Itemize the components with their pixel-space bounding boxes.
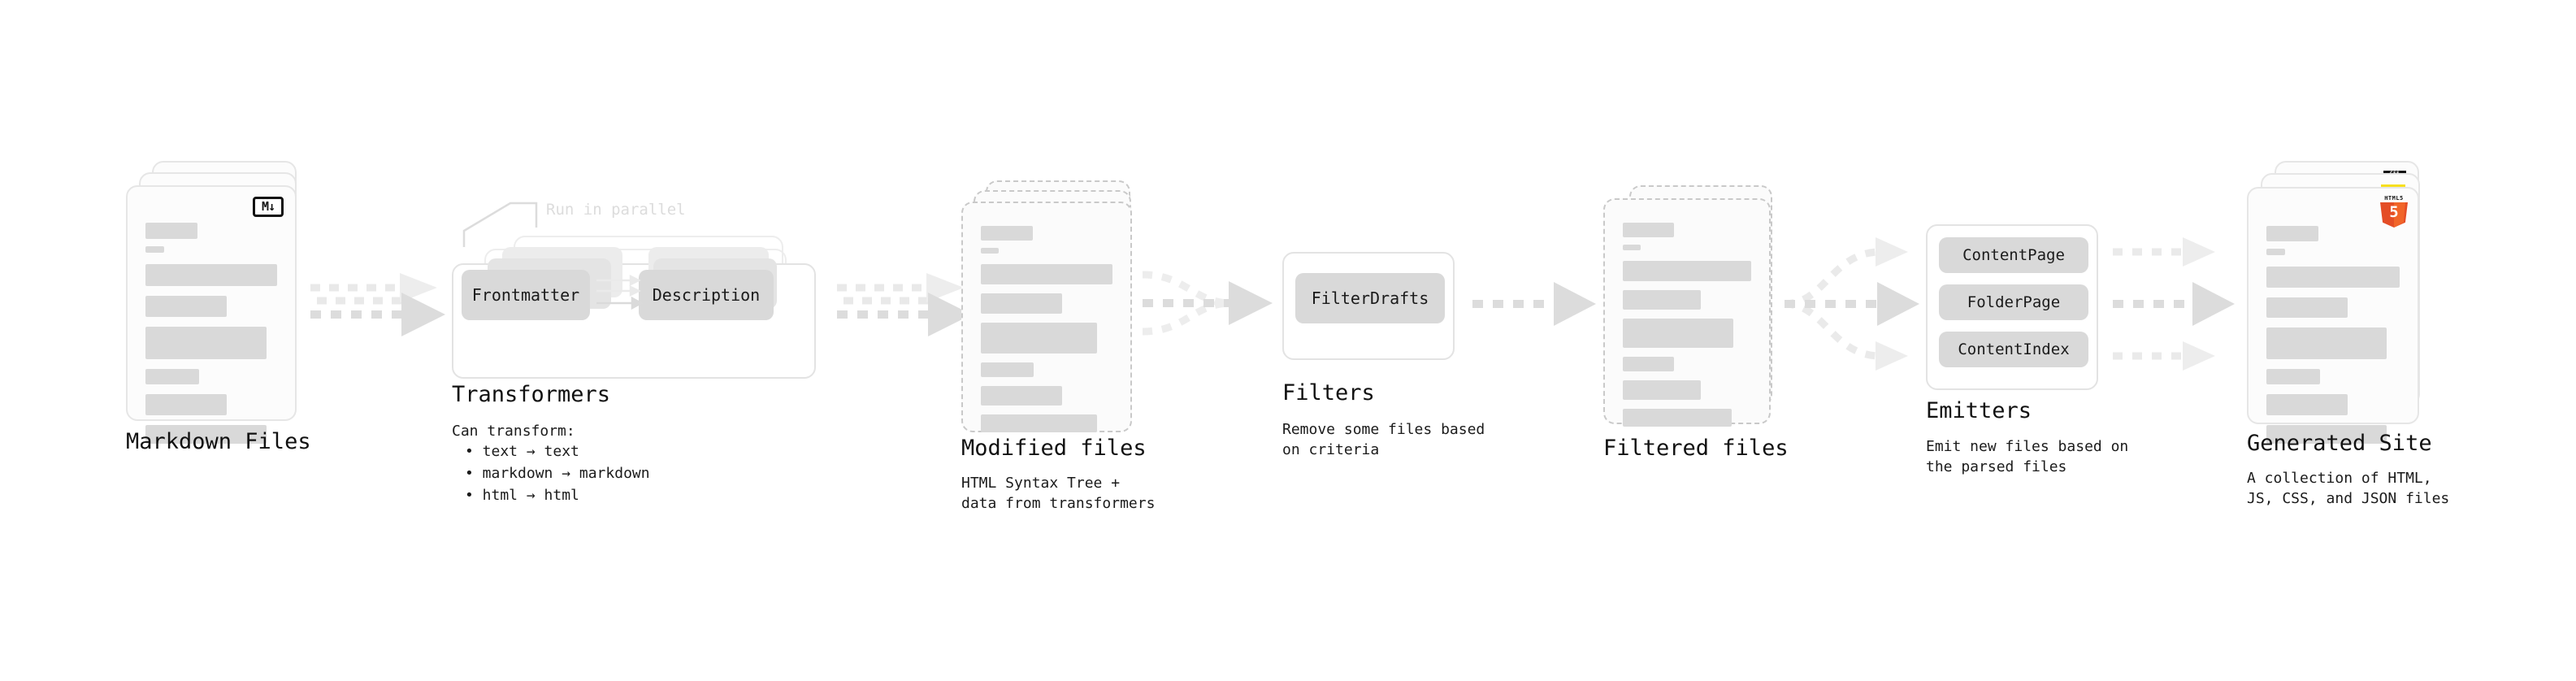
html5-five-glyph: 5: [2389, 203, 2399, 221]
html5-badge: HTML5 5: [2380, 195, 2408, 228]
skeleton-bar: [981, 362, 1034, 377]
chip-description[interactable]: Description: [639, 270, 774, 320]
skeleton-bar: [2266, 249, 2285, 255]
skeleton-bar: [2266, 394, 2348, 415]
chip-contentindex[interactable]: ContentIndex: [1939, 332, 2088, 367]
skeleton-bar: [145, 369, 200, 384]
html5-shield-inner: [2394, 202, 2405, 228]
generated-site-subtitle-1: JS, CSS, and JSON files: [2247, 490, 2450, 507]
skeleton-bar: [1623, 409, 1733, 427]
skeleton-bar: [981, 226, 1033, 241]
arrow-transformers-to-modified: [837, 273, 972, 336]
skeleton-bar: [981, 293, 1063, 314]
skeleton-bar: [145, 327, 267, 359]
modified-files-subtitle-0: HTML Syntax Tree +: [961, 475, 1121, 492]
skeleton-bar: [145, 296, 228, 317]
arrow-filters-to-filtered: [1472, 282, 1596, 326]
emitters-group: ContentPage FolderPage ContentIndex: [1926, 224, 2098, 390]
filtered-files-stack: [1603, 185, 1790, 445]
generated-site-subtitle-0: A collection of HTML,: [2247, 470, 2432, 487]
run-in-parallel-label: Run in parallel: [546, 201, 686, 219]
generated-site-stack: CSS HTML5 5: [2247, 161, 2450, 444]
emitters-subtitle-0: Emit new files based on: [1926, 438, 2129, 455]
chip-folderpage[interactable]: FolderPage: [1939, 284, 2088, 320]
skeleton-bar: [1623, 261, 1751, 281]
stage-title-filters: Filters: [1282, 380, 1375, 406]
arrow-emitters-to-site: [2113, 237, 2235, 371]
transformer-internal-arrows: [596, 274, 644, 310]
skeleton-bar: [981, 323, 1097, 354]
modified-doc-content: [981, 226, 1112, 440]
skeleton-bar: [2266, 327, 2387, 359]
transformers-group: Frontmatter Description: [452, 236, 826, 390]
chip-contentpage[interactable]: ContentPage: [1939, 237, 2088, 273]
chip-filterdrafts[interactable]: FilterDrafts: [1295, 273, 1445, 323]
skeleton-bar: [145, 425, 267, 444]
skeleton-bar: [2266, 226, 2318, 241]
site-doc-front: HTML5 5: [2247, 187, 2419, 444]
skeleton-bar: [981, 248, 999, 254]
skeleton-bar: [981, 264, 1112, 284]
skeleton-bar: [981, 386, 1063, 406]
skeleton-bar: [981, 414, 1097, 432]
arrow-filtered-to-emitters: [1784, 237, 1919, 371]
skeleton-bar: [145, 246, 164, 253]
transformers-bullet-0: • text → text: [465, 443, 579, 460]
skeleton-bar: [2266, 425, 2387, 444]
filtered-doc-front: [1603, 198, 1771, 427]
skeleton-bar: [1623, 245, 1641, 250]
arrow-markdown-to-transformers: [310, 273, 445, 336]
markdown-files-stack: M↓: [126, 161, 313, 444]
arrow-modified-to-filters: [1142, 271, 1273, 336]
skeleton-bar: [1623, 380, 1702, 400]
skeleton-bar: [145, 394, 228, 415]
filters-subtitle-0: Remove some files based: [1282, 421, 1485, 438]
stage-title-markdown-files: Markdown Files: [126, 429, 311, 454]
skeleton-bar: [2266, 297, 2348, 318]
skeleton-bar: [2266, 369, 2320, 384]
skeleton-bar: [1623, 319, 1733, 348]
filters-group: FilterDrafts: [1282, 252, 1455, 360]
stage-title-filtered-files: Filtered files: [1603, 436, 1789, 461]
stage-title-generated-site: Generated Site: [2247, 431, 2432, 456]
transformers-bullet-2: • html → html: [465, 487, 579, 504]
stage-title-emitters: Emitters: [1926, 398, 2032, 423]
skeleton-bar: [145, 223, 197, 239]
markdown-doc-front: M↓: [126, 185, 297, 444]
chip-frontmatter[interactable]: Frontmatter: [462, 270, 590, 320]
stage-title-transformers: Transformers: [452, 382, 611, 407]
markdown-doc-content: [145, 223, 277, 451]
modified-files-stack: [961, 180, 1148, 440]
filtered-doc-content: [1623, 223, 1751, 434]
modified-files-subtitle-1: data from transformers: [961, 495, 1156, 512]
transformers-bullet-1: • markdown → markdown: [465, 465, 650, 482]
skeleton-bar: [1623, 357, 1675, 371]
filters-subtitle-1: on criteria: [1282, 441, 1380, 458]
stage-title-modified-files: Modified files: [961, 436, 1147, 461]
skeleton-bar: [1623, 290, 1702, 310]
site-doc-content: [2266, 226, 2400, 451]
skeleton-bar: [1623, 223, 1674, 237]
run-in-parallel-bracket: [462, 202, 538, 247]
transformers-box-front: Frontmatter Description: [452, 247, 816, 379]
skeleton-bar: [2266, 267, 2400, 288]
markdown-badge: M↓: [253, 197, 284, 217]
modified-doc-front: [961, 202, 1132, 432]
html5-badge-label: HTML5: [2384, 195, 2404, 202]
transformers-subtitle-heading: Can transform:: [452, 423, 575, 440]
emitters-subtitle-1: the parsed files: [1926, 458, 2067, 475]
skeleton-bar: [145, 264, 277, 286]
